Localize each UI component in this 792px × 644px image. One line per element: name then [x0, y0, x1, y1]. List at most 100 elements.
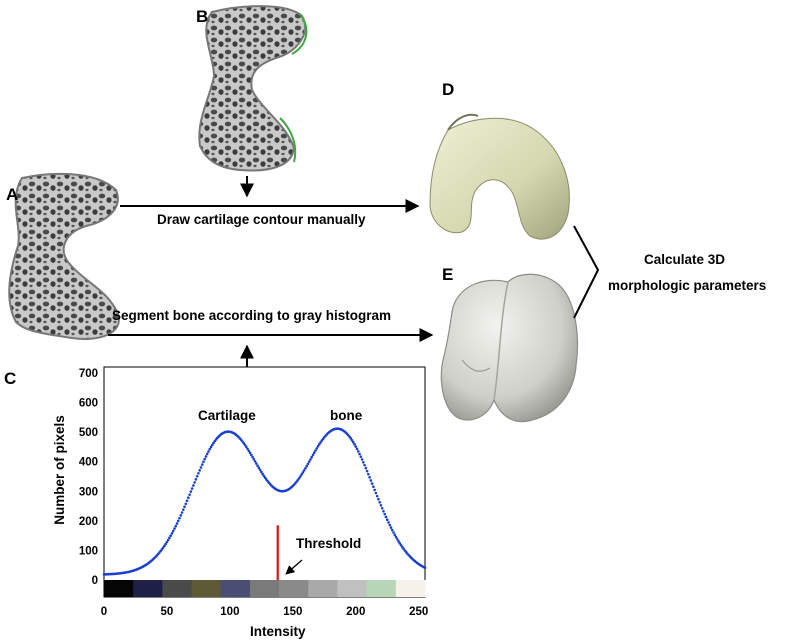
x-tick-label: 50	[161, 606, 174, 618]
histogram-point	[382, 509, 385, 513]
histogram-point	[315, 447, 319, 450]
histogram-point	[356, 450, 360, 453]
histogram-point	[207, 450, 210, 453]
histogram-point	[311, 453, 315, 457]
grayscale-swatch	[308, 580, 338, 597]
y-tick-label: 300	[79, 486, 98, 498]
histogram-point	[166, 538, 170, 542]
histogram-point	[309, 458, 312, 461]
histogram-point	[243, 443, 247, 447]
histogram-point	[256, 464, 259, 467]
histogram-point	[354, 445, 358, 448]
histogram-point	[185, 499, 189, 503]
histogram-point	[423, 566, 427, 570]
y-axis-label: Number of pixels	[52, 415, 67, 525]
histogram-point	[365, 469, 369, 473]
histogram-point	[300, 473, 303, 476]
histogram-point	[363, 463, 366, 467]
x-tick-label: 150	[283, 606, 302, 618]
histogram-point	[180, 511, 184, 514]
histogram-point	[384, 515, 388, 519]
histogram-point	[209, 445, 213, 449]
histogram-point	[312, 451, 316, 455]
y-tick-label: 400	[79, 457, 98, 469]
histogram-point	[192, 484, 195, 487]
histogram-point	[174, 524, 178, 528]
histogram-point	[372, 485, 375, 489]
histogram-point	[247, 449, 251, 453]
histogram-point	[393, 533, 397, 537]
histogram-point	[373, 488, 376, 492]
histogram-point	[359, 455, 363, 458]
panel-label-b: B	[196, 7, 208, 26]
grayscale-swatch	[249, 580, 280, 597]
y-tick-label: 700	[79, 368, 98, 380]
histogram-point	[257, 466, 261, 470]
histogram-point	[379, 504, 383, 507]
histogram-point	[297, 476, 301, 480]
histogram-point	[182, 508, 185, 511]
histogram-point	[193, 481, 196, 484]
histogram-point	[367, 472, 370, 476]
histogram-point	[375, 494, 379, 498]
histogram-point	[199, 466, 203, 469]
section-image-a	[8, 172, 120, 340]
histogram-point	[351, 440, 355, 444]
histogram-point	[385, 518, 389, 522]
grayscale-swatch	[191, 580, 222, 597]
histogram-point	[350, 438, 354, 442]
histogram-point	[316, 445, 320, 448]
histogram-point	[302, 469, 306, 472]
histogram-point	[396, 537, 399, 541]
histogram-point	[370, 482, 374, 485]
grayscale-bar	[104, 580, 426, 597]
grayscale-swatch	[104, 580, 134, 597]
calculate-line-2: morphologic parameters	[608, 278, 766, 293]
histogram-point	[251, 455, 254, 459]
histogram-point	[310, 455, 314, 459]
histogram-point	[360, 458, 364, 461]
histogram-point	[208, 447, 212, 451]
histogram-point	[173, 527, 176, 530]
histogram-point	[387, 521, 390, 524]
grayscale-swatch	[395, 580, 426, 597]
histogram-point	[187, 496, 190, 500]
bone-3d-model	[440, 273, 579, 423]
histogram-point	[355, 447, 359, 451]
grayscale-swatch	[133, 580, 163, 597]
histogram-point	[314, 449, 317, 452]
histogram-point	[212, 441, 215, 445]
histogram-point	[188, 493, 191, 496]
plot-frame	[103, 366, 426, 598]
panel-label-a: A	[6, 185, 18, 204]
histogram-point	[398, 542, 402, 545]
histogram-point	[362, 460, 365, 464]
panel-label-e: E	[442, 265, 453, 284]
grayscale-swatch	[279, 580, 309, 597]
histogram-point	[183, 505, 186, 509]
histogram-point	[189, 490, 193, 493]
histogram-point	[202, 460, 205, 464]
histogram-point	[204, 455, 208, 458]
cartilage-peak-label: Cartilage	[198, 408, 256, 423]
histogram-point	[374, 491, 378, 495]
histogram-point	[244, 445, 248, 449]
histogram-point	[378, 500, 381, 504]
histogram-point	[246, 447, 249, 451]
panel-label-c: C	[4, 369, 16, 388]
histogram-point	[369, 479, 373, 482]
histogram-point	[258, 468, 262, 472]
histogram-point	[299, 475, 302, 478]
bone-peak-label: bone	[330, 408, 363, 423]
histogram-point	[349, 437, 353, 440]
histogram-point	[165, 540, 169, 544]
step-draw-contour: Draw cartilage contour manually	[157, 212, 366, 227]
y-tick-label: 100	[79, 545, 98, 557]
section-image-b	[198, 5, 308, 172]
histogram-point	[262, 474, 266, 478]
histogram-point	[249, 453, 253, 457]
